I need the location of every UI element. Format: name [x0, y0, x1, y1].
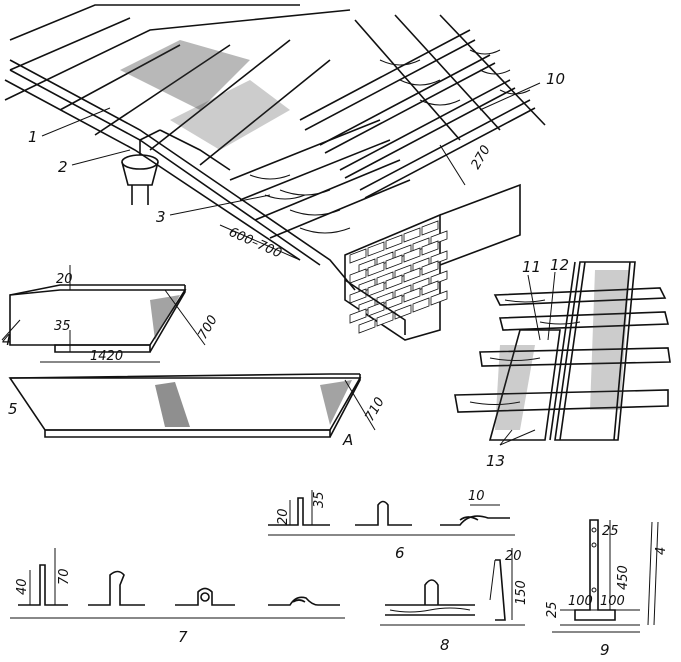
strip-end-mark: A — [342, 431, 353, 449]
dim-700-label: 700 — [195, 313, 220, 342]
callout-10: 10 — [546, 70, 565, 88]
brick — [412, 297, 430, 313]
dim-batten-spacing: 270 — [439, 143, 494, 186]
brick — [349, 248, 367, 264]
fig-6-seams: 20 35 10 6 — [268, 489, 515, 562]
dim-35-label: 35 — [54, 319, 71, 334]
callout-11: 11 — [522, 258, 541, 276]
brick — [385, 254, 403, 270]
brick — [403, 247, 421, 263]
dim-seam-20: 20 — [276, 508, 291, 525]
brick — [421, 280, 439, 296]
dim-bracket-25: 25 — [602, 524, 619, 539]
brick — [421, 220, 439, 236]
callout-4: 4 — [2, 331, 12, 349]
brick — [367, 281, 385, 297]
dim-bracket-foot: 25 — [545, 601, 560, 618]
sheet-5: 5 710 A — [8, 373, 388, 449]
sheet-4: 4 20 35 1420 700 — [1, 265, 221, 364]
brick — [394, 304, 412, 320]
brick — [385, 294, 403, 310]
seam-assembly: 11 12 13 — [454, 256, 671, 470]
brick — [367, 301, 385, 317]
dim-seam-35: 35 — [312, 491, 327, 508]
brick — [349, 268, 367, 284]
fig-8-clip: 20 150 8 — [380, 548, 529, 654]
brick — [403, 227, 421, 243]
dim-clip-150: 150 — [514, 580, 529, 605]
battens — [299, 14, 546, 199]
brick — [385, 274, 403, 290]
dim-seam-10: 10 — [468, 489, 485, 504]
brick — [430, 250, 448, 266]
brick — [421, 240, 439, 256]
dim-270-label: 270 — [468, 143, 493, 172]
dim-bracket-100-right: 100 — [600, 594, 625, 609]
dim-clip-20: 20 — [505, 549, 522, 564]
dim-fold-40: 40 — [15, 578, 30, 595]
callout-1: 1 — [28, 128, 38, 146]
callout-13: 13 — [486, 452, 505, 470]
brick — [430, 270, 448, 286]
downpipe — [121, 129, 231, 205]
callout-8: 8 — [440, 636, 450, 654]
dim-bracket-450: 450 — [616, 565, 631, 590]
dim-710-label: 710 — [362, 395, 387, 424]
callout-3: 3 — [156, 208, 166, 226]
brick-wall — [344, 183, 521, 341]
brick — [385, 234, 403, 250]
brick — [349, 308, 367, 324]
brick — [403, 267, 421, 283]
roof-sheets — [4, 4, 351, 166]
fig-9-bracket: 25 450 4 25 100 100 9 — [545, 519, 669, 659]
brick — [430, 290, 448, 306]
dim-bracket-4: 4 — [654, 547, 669, 555]
callout-2: 2 — [58, 158, 68, 176]
callout-7: 7 — [178, 628, 188, 646]
dim-20-label: 20 — [56, 272, 73, 287]
brick — [349, 288, 367, 304]
callout-9: 9 — [600, 641, 610, 659]
brick — [376, 311, 394, 327]
brick — [430, 230, 448, 246]
brick — [421, 260, 439, 276]
fig-7-fold-sequence: 40 70 7 — [10, 548, 345, 646]
callout-12: 12 — [550, 256, 569, 274]
callout-5: 5 — [8, 400, 18, 418]
brick — [403, 287, 421, 303]
brick — [358, 318, 376, 334]
brick — [367, 261, 385, 277]
callout-leaders — [41, 82, 541, 216]
brick — [367, 241, 385, 257]
dim-bracket-100-left: 100 — [568, 594, 593, 609]
dim-1420-label: 1420 — [90, 349, 123, 364]
callout-6: 6 — [395, 544, 405, 562]
boarding — [229, 119, 411, 239]
dim-fold-70: 70 — [57, 568, 72, 585]
